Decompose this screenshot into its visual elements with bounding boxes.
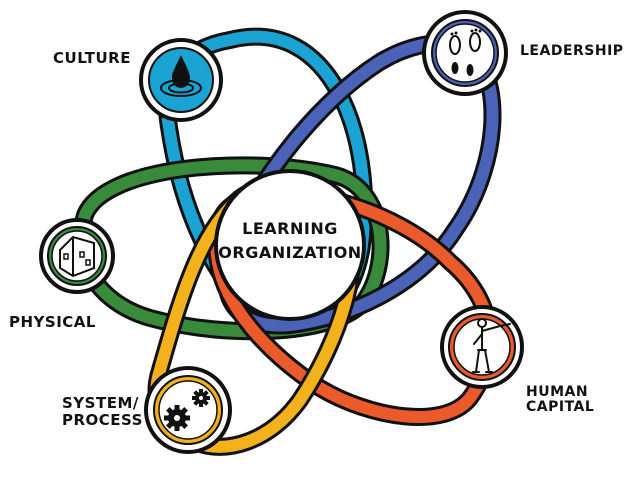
center-title-line2: Organization (218, 243, 362, 262)
leadership-node (422, 10, 508, 96)
system-process-label-line1: System/ (62, 394, 139, 412)
center-title: Learning Organization (216, 217, 364, 265)
human-capital-node (440, 305, 524, 389)
footprints-icon (449, 28, 482, 76)
human-capital-label-line1: Human (526, 384, 589, 400)
leadership-label: Leadership (520, 43, 624, 59)
center-circle (214, 169, 366, 321)
physical-label: Physical (9, 313, 96, 331)
human-capital-label-line2: Capital (526, 399, 595, 416)
culture-node (139, 38, 223, 122)
water-drop-icon (160, 55, 202, 97)
human-capital-label: Human Capital (526, 384, 595, 416)
person-pointing-icon (472, 318, 511, 373)
system-process-node (144, 366, 232, 454)
center-title-line1: Learning (242, 219, 338, 238)
physical-node (39, 218, 115, 294)
building-cube-icon (59, 235, 95, 278)
culture-label: Culture (53, 49, 131, 67)
system-process-label: System/ Process (62, 395, 143, 428)
system-process-label-line2: Process (62, 410, 143, 429)
